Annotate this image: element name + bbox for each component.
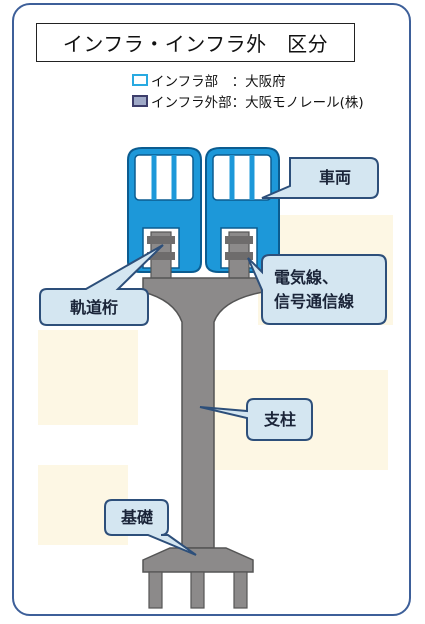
label-track-beam: 軌道桁 (69, 298, 118, 317)
background-panel (38, 330, 138, 425)
label-foundation: 基礎 (120, 508, 153, 527)
vehicle-left (127, 147, 202, 273)
callout-track-beam (39, 244, 164, 326)
foundation-structure (142, 547, 254, 609)
callout-vehicle (261, 157, 379, 199)
callout-pillar (199, 398, 313, 441)
vehicle-right (205, 147, 280, 273)
legend-swatch-outside (132, 95, 148, 107)
legend-label-infra: インフラ部 ：大阪府 (151, 74, 286, 90)
legend-swatch-infra (132, 74, 148, 86)
callout-foundation (104, 499, 197, 556)
label-electric-line2: 信号通信線 (274, 292, 355, 311)
diagram-title: インフラ・インフラ外 区分 (36, 23, 355, 62)
label-electric-line1: 電気線、 (274, 268, 339, 287)
legend-item-outside: インフラ外部：大阪モノレール(株) (132, 91, 364, 111)
label-vehicle: 車両 (318, 168, 351, 187)
legend-item-infra: インフラ部 ：大阪府 (132, 70, 286, 90)
label-pillar: 支柱 (263, 410, 296, 429)
legend-label-outside: インフラ外部：大阪モノレール(株) (151, 95, 364, 111)
callout-electric (247, 254, 387, 325)
track-beam-right (225, 231, 253, 281)
